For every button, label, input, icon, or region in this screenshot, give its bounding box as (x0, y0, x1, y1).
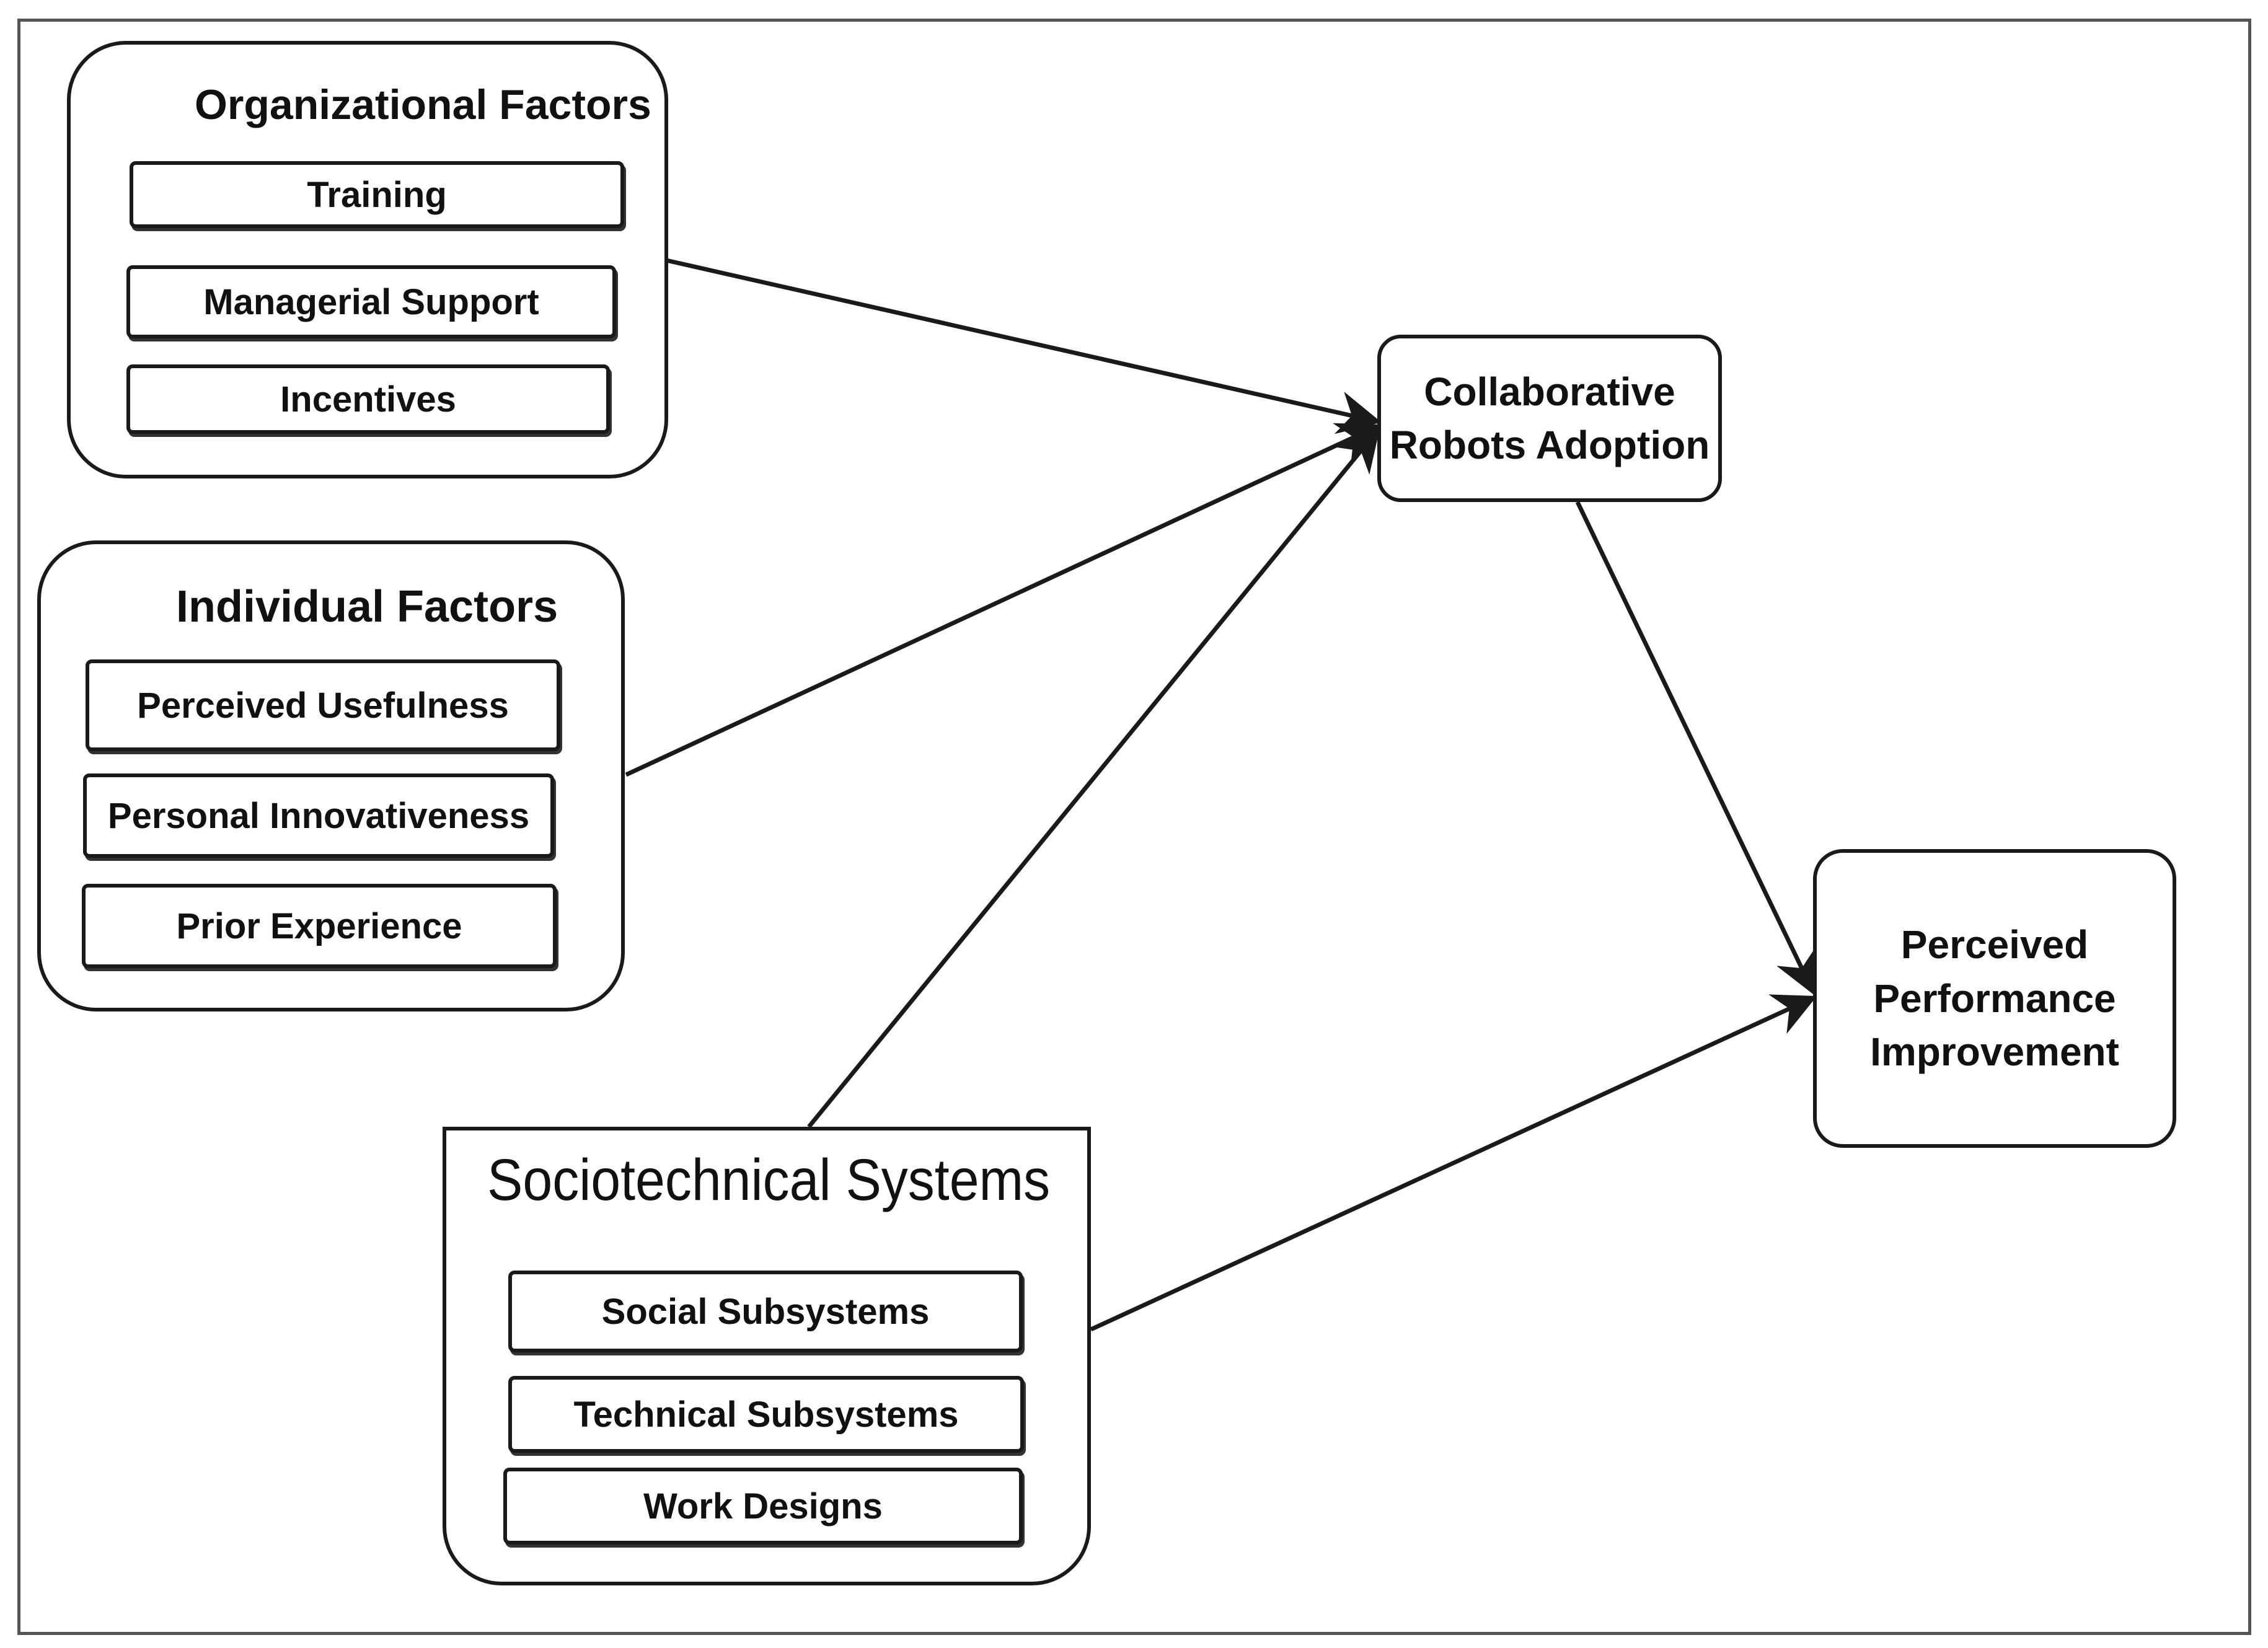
individual-factors-title: Individual Factors (176, 582, 558, 632)
organizational-factors-group: Organizational Factors Training Manageri… (67, 41, 668, 478)
sociotechnical-systems-title: Sociotechnical Systems (487, 1147, 1051, 1213)
individual-factors-group: Individual Factors Perceived Usefulness … (37, 540, 625, 1011)
arrow-sociotechnical-to-performance (1090, 994, 1817, 1332)
item-technical-subsystems: Technical Subsystems (508, 1376, 1024, 1453)
item-personal-innovativeness: Personal Innovativeness (83, 773, 554, 858)
arrow-organizational-to-adoption (666, 258, 1382, 434)
item-perceived-usefulness: Perceived Usefulness (86, 659, 560, 751)
arrow-sociotechnical-to-adoption (807, 427, 1380, 1129)
item-prior-experience: Prior Experience (82, 884, 557, 968)
item-social-subsystems: Social Subsystems (508, 1271, 1023, 1352)
item-managerial-support: Managerial Support (126, 265, 616, 338)
item-training: Training (130, 161, 624, 228)
diagram-frame (17, 19, 2251, 1635)
item-incentives: Incentives (126, 364, 610, 434)
organizational-factors-title: Organizational Factors (195, 81, 651, 128)
arrow-adoption-to-performance (1575, 501, 1816, 996)
perceived-performance-improvement-node: Perceived Performance Improvement (1813, 849, 2176, 1148)
arrow-individual-to-adoption (625, 423, 1382, 777)
collaborative-robots-adoption-node: Collaborative Robots Adoption (1377, 335, 1722, 502)
item-work-designs: Work Designs (503, 1468, 1023, 1544)
sociotechnical-systems-group: Sociotechnical Systems Social Subsystems… (443, 1127, 1091, 1585)
